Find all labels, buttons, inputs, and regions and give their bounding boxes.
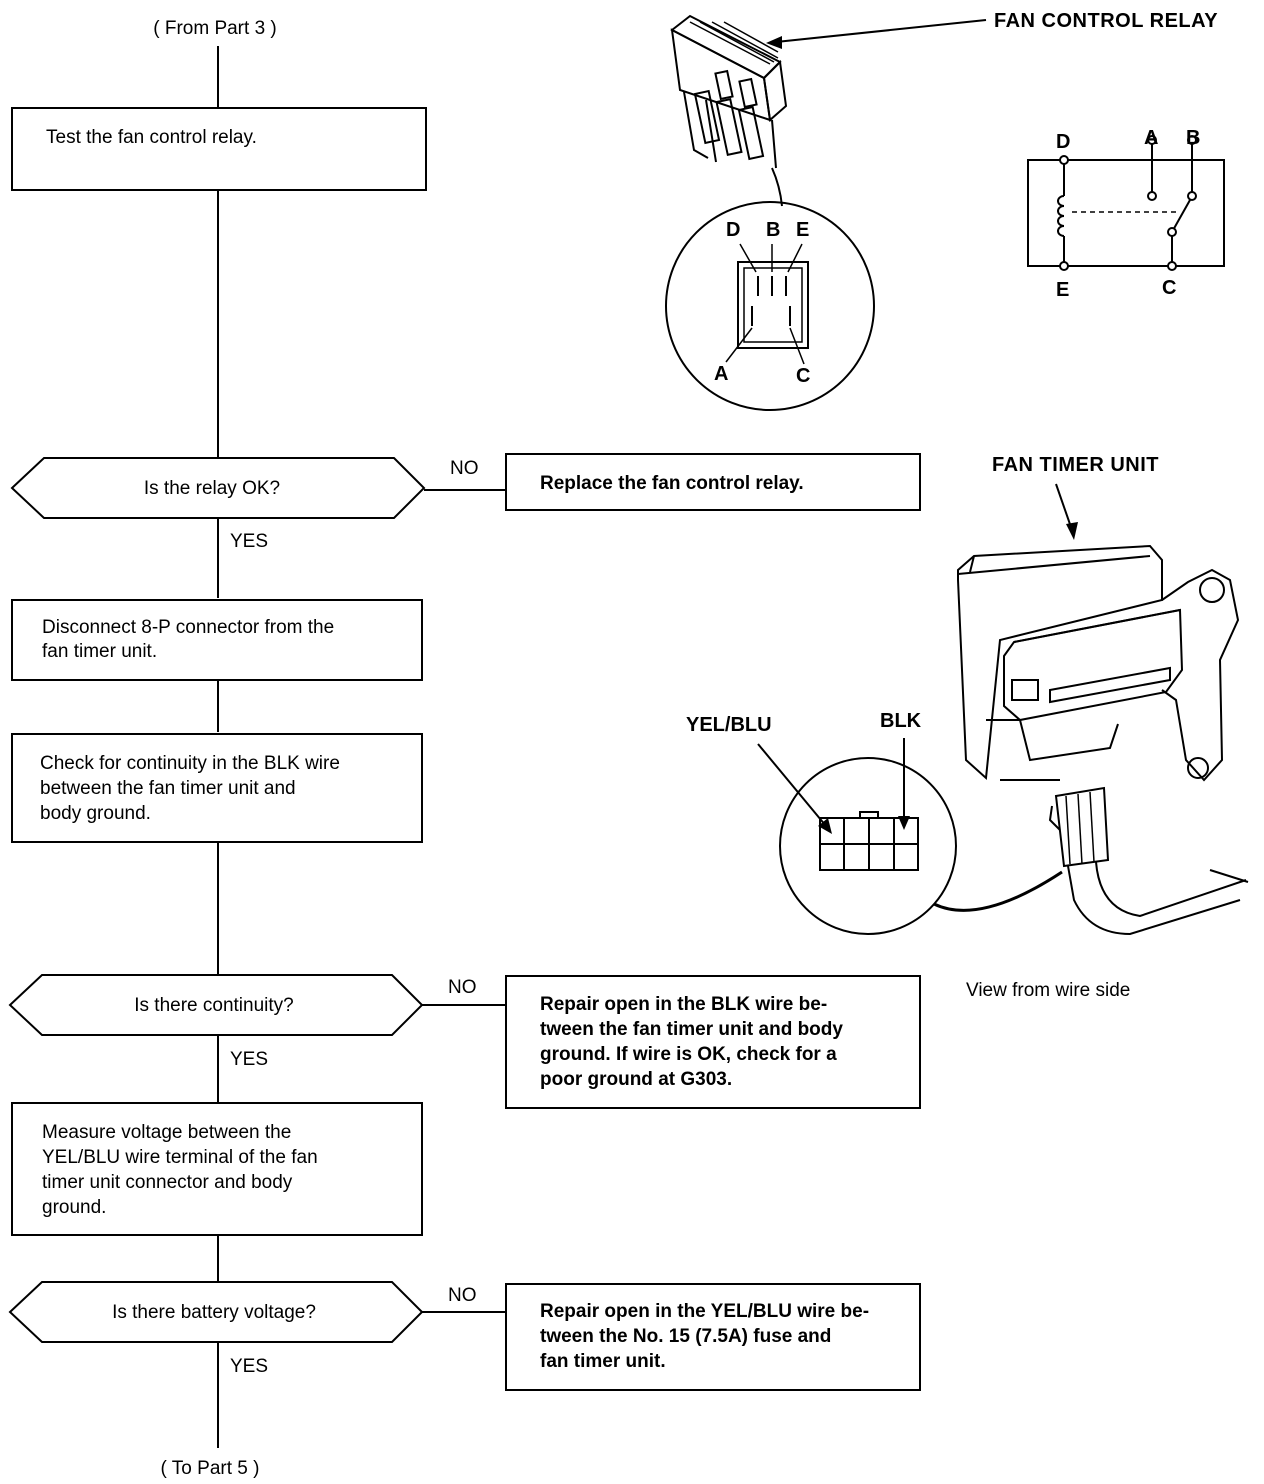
fan-timer-unit-title: FAN TIMER UNIT xyxy=(992,454,1159,476)
schematic-terminal-D: D xyxy=(1056,131,1070,153)
fan-timer-unit-illustration: FAN TIMER UNIT xyxy=(686,454,1249,1001)
relay-terminal-D: D xyxy=(726,219,740,241)
relay-connector-magnifier xyxy=(665,201,875,411)
schematic-terminal-A: A xyxy=(1144,127,1158,149)
repair-blk-box xyxy=(505,975,921,1109)
to-part-label: ( To Part 5 ) xyxy=(161,1458,260,1479)
no-label-1: NO xyxy=(450,458,479,479)
wire-label-yel-blu: YEL/BLU xyxy=(686,714,772,736)
relay-terminal-C: C xyxy=(796,365,810,387)
yes-label-1: YES xyxy=(230,531,268,552)
decision-battery-voltage-text: Is there battery voltage? xyxy=(112,1302,316,1323)
relay-terminal-B: B xyxy=(766,219,780,241)
repair-blk-text: Repair open in the BLK wire be- tween th… xyxy=(540,994,848,1090)
step-continuity-text: Check for continuity in the BLK wire bet… xyxy=(40,753,345,824)
relay-body-image xyxy=(670,14,788,169)
step-voltage-text: Measure voltage between the YEL/BLU wire… xyxy=(42,1122,323,1218)
relay-terminal-A: A xyxy=(714,363,728,385)
repair-yelblu-box xyxy=(505,1283,921,1391)
decision-relay-ok-text: Is the relay OK? xyxy=(144,478,280,499)
yes-label-2: YES xyxy=(230,1049,268,1070)
wire-label-blk: BLK xyxy=(880,710,922,732)
step-disconnect-text: Disconnect 8-P connector from the fan ti… xyxy=(42,617,339,662)
schematic-terminal-E: E xyxy=(1056,279,1069,301)
schematic-terminal-B: B xyxy=(1186,127,1200,149)
from-part-label: ( From Part 3 ) xyxy=(153,18,277,39)
no-label-2: NO xyxy=(448,977,477,998)
step-continuity-box xyxy=(11,733,423,843)
step-test-relay-text: Test the fan control relay. xyxy=(46,127,257,148)
repair-yelblu-text: Repair open in the YEL/BLU wire be- twee… xyxy=(540,1301,874,1372)
decision-relay-ok xyxy=(10,457,426,519)
relay-connector-face xyxy=(737,261,809,349)
step-voltage-box xyxy=(11,1102,423,1236)
yes-label-3: YES xyxy=(230,1356,268,1377)
fan-control-relay-title: FAN CONTROL RELAY xyxy=(994,10,1218,32)
replace-relay-box xyxy=(505,453,921,511)
replace-relay-text: Replace the fan control relay. xyxy=(540,473,804,494)
timer-connector-magnifier xyxy=(779,757,957,935)
flowchart: ( From Part 3 ) Test the fan control rel… xyxy=(8,18,921,1479)
timer-connector-face xyxy=(819,811,919,871)
view-from-wire-side-caption: View from wire side xyxy=(966,980,1130,1001)
step-disconnect-box xyxy=(11,599,423,681)
relay-terminal-E: E xyxy=(796,219,809,241)
no-label-3: NO xyxy=(448,1285,477,1306)
timer-unit-body-image xyxy=(957,544,1249,936)
decision-continuity-text: Is there continuity? xyxy=(134,995,293,1016)
step-test-relay-box xyxy=(11,107,427,191)
fan-control-relay-illustration: FAN CONTROL RELAY xyxy=(665,10,1225,411)
relay-schematic xyxy=(1027,135,1225,271)
schematic-terminal-C: C xyxy=(1162,277,1176,299)
